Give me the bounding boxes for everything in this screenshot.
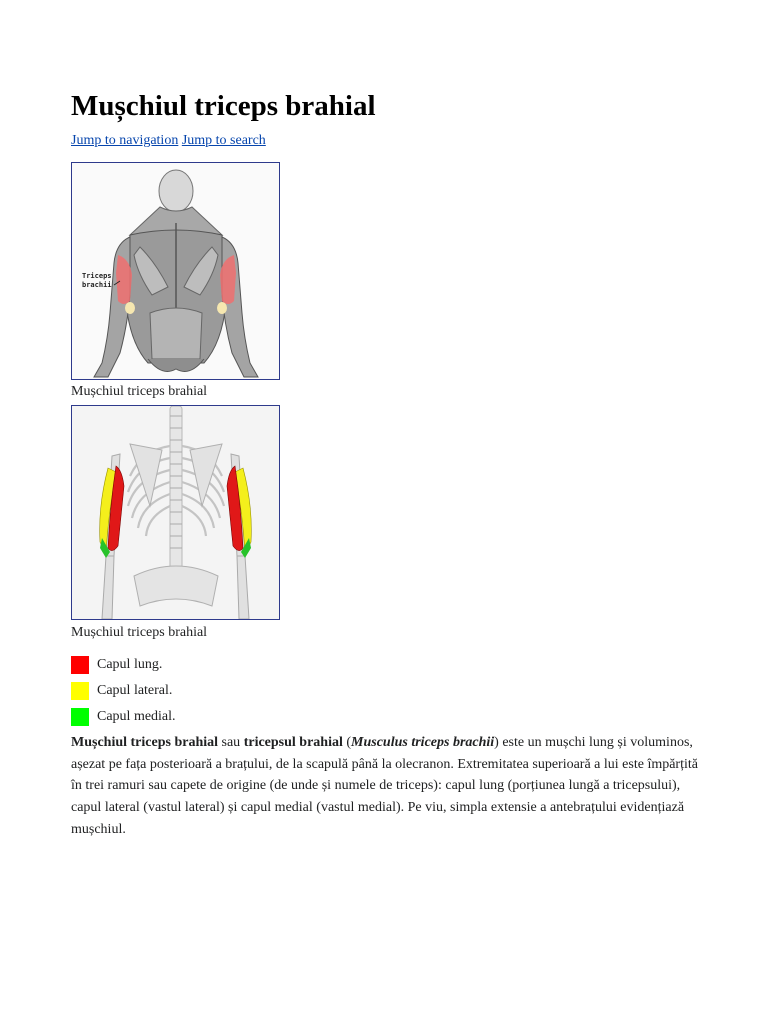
skeleton-triceps-image	[72, 406, 279, 619]
page-title: Mușchiul triceps brahial	[71, 90, 376, 122]
jump-to-search-link[interactable]: Jump to search	[181, 133, 266, 148]
legend-label: Capul lung.	[97, 657, 163, 672]
latin-name: Musculus triceps brachii	[351, 735, 495, 750]
figure-skeleton-triceps[interactable]	[71, 405, 280, 620]
jump-to-navigation-link[interactable]: Jump to navigation	[71, 133, 179, 148]
legend-item-long-head: Capul lung.	[71, 655, 162, 675]
term-bold: Mușchiul triceps brahial	[71, 735, 219, 750]
triceps-label-line2: brachii	[82, 281, 112, 289]
paragraph-text: (	[342, 735, 352, 750]
article-paragraph: Mușchiul triceps brahial sau tricepsul b…	[71, 732, 701, 841]
paragraph-text: ) este un mușchi lung și voluminos, așez…	[71, 735, 698, 837]
legend-item-medial-head: Capul medial.	[71, 707, 176, 727]
legend-item-lateral-head: Capul lateral.	[71, 681, 172, 701]
legend-swatch-yellow	[71, 682, 89, 700]
figure-back-muscles[interactable]: Triceps brachii	[71, 162, 280, 380]
figure-caption-2: Mușchiul triceps brahial	[71, 625, 208, 640]
paragraph-text: sau	[218, 735, 244, 750]
legend-swatch-red	[71, 656, 89, 674]
legend-label: Capul lateral.	[97, 683, 173, 698]
triceps-label-line1: Triceps	[82, 272, 112, 280]
back-muscles-image: Triceps brachii	[72, 163, 279, 379]
legend-swatch-green	[71, 708, 89, 726]
legend-label: Capul medial.	[97, 709, 176, 724]
figure-caption-1: Mușchiul triceps brahial	[71, 384, 208, 399]
jump-links: Jump to navigation Jump to search	[71, 133, 266, 149]
term-bold-alt: tricepsul brahial	[243, 735, 343, 750]
